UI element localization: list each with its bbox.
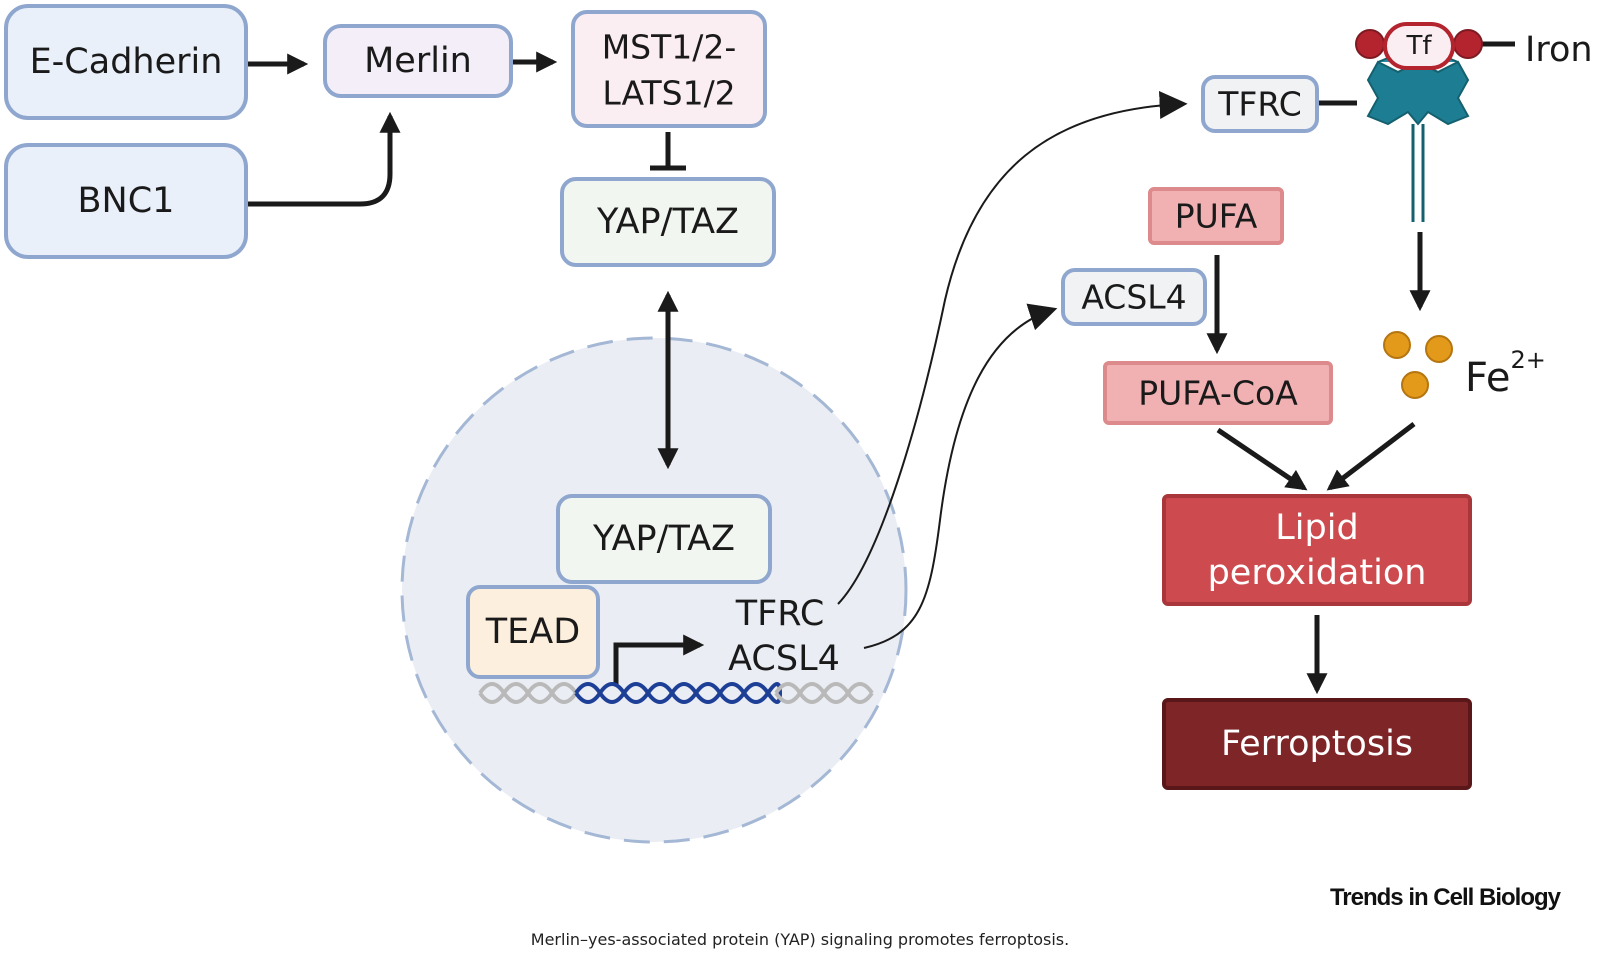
node-bnc1: BNC1 (4, 143, 248, 259)
tf-label: Tf (1405, 31, 1432, 61)
node-ferroptosis: Ferroptosis (1162, 698, 1472, 790)
merlin-label: Merlin (364, 41, 472, 81)
dna-helix (478, 682, 874, 704)
arrow-promoter (613, 634, 705, 686)
acsl4-label: ACSL4 (1081, 278, 1186, 317)
pufa-label: PUFA (1175, 197, 1258, 236)
peroxidation-label: peroxidation (1208, 553, 1427, 593)
node-merlin: Merlin (323, 24, 513, 98)
node-acsl4: ACSL4 (1061, 268, 1207, 326)
tead-label: TEAD (485, 612, 580, 652)
node-mst-lats: MST1/2- LATS1/2 (571, 10, 767, 128)
fe-dot (1425, 335, 1453, 363)
tfrc-label: TFRC (1217, 85, 1301, 124)
ecadherin-label: E-Cadherin (30, 42, 223, 82)
node-lipid-peroxidation: Lipid peroxidation (1162, 494, 1472, 606)
iron-label: Iron (1525, 30, 1593, 70)
node-tead: TEAD (466, 585, 600, 679)
arrow-pufacoa-lipid (1216, 427, 1308, 491)
arrow-bnc1-merlin (246, 111, 401, 207)
lats-label: LATS1/2 (602, 74, 735, 113)
node-yaptaz-cytoplasm: YAP/TAZ (560, 177, 776, 267)
yaptaz-nucleus-label: YAP/TAZ (592, 519, 735, 559)
arrow-fe-lipid (1326, 422, 1416, 491)
mst-label: MST1/2- (602, 28, 737, 67)
gene-tfrc-label: TFRC (735, 594, 825, 634)
node-yaptaz-nucleus: YAP/TAZ (556, 494, 772, 584)
pathway-arrows (245, 41, 1515, 695)
yaptaz-cytoplasm-label: YAP/TAZ (596, 202, 739, 242)
node-tfrc: TFRC (1201, 75, 1319, 133)
pufa-coa-label: PUFA-CoA (1138, 374, 1298, 413)
node-ecadherin: E-Cadherin (4, 4, 248, 120)
arrow-gene-tfrc (837, 91, 1188, 605)
journal-name: Trends in Cell Biology (1329, 884, 1561, 911)
node-pufa-coa: PUFA-CoA (1103, 361, 1333, 425)
ferroptosis-label: Ferroptosis (1221, 724, 1413, 764)
nucleus (400, 336, 908, 844)
arrow-gene-acsl4 (863, 303, 1058, 649)
figure-caption: Merlin–yes-associated protein (YAP) sign… (530, 930, 1070, 949)
fe-dot (1383, 331, 1411, 359)
bnc1-label: BNC1 (78, 181, 175, 221)
lipid-label: Lipid (1275, 508, 1358, 548)
node-pufa: PUFA (1148, 187, 1284, 245)
fe-charge: 2+ (1510, 346, 1545, 374)
gene-acsl4-label: ACSL4 (728, 639, 840, 679)
iron-ions (1383, 331, 1453, 399)
fe-dot (1401, 371, 1429, 399)
transferrin-receptor-icon: Tf (1355, 22, 1483, 222)
fe-symbol: Fe (1465, 355, 1510, 401)
fe-label: Fe2+ (1465, 346, 1546, 401)
